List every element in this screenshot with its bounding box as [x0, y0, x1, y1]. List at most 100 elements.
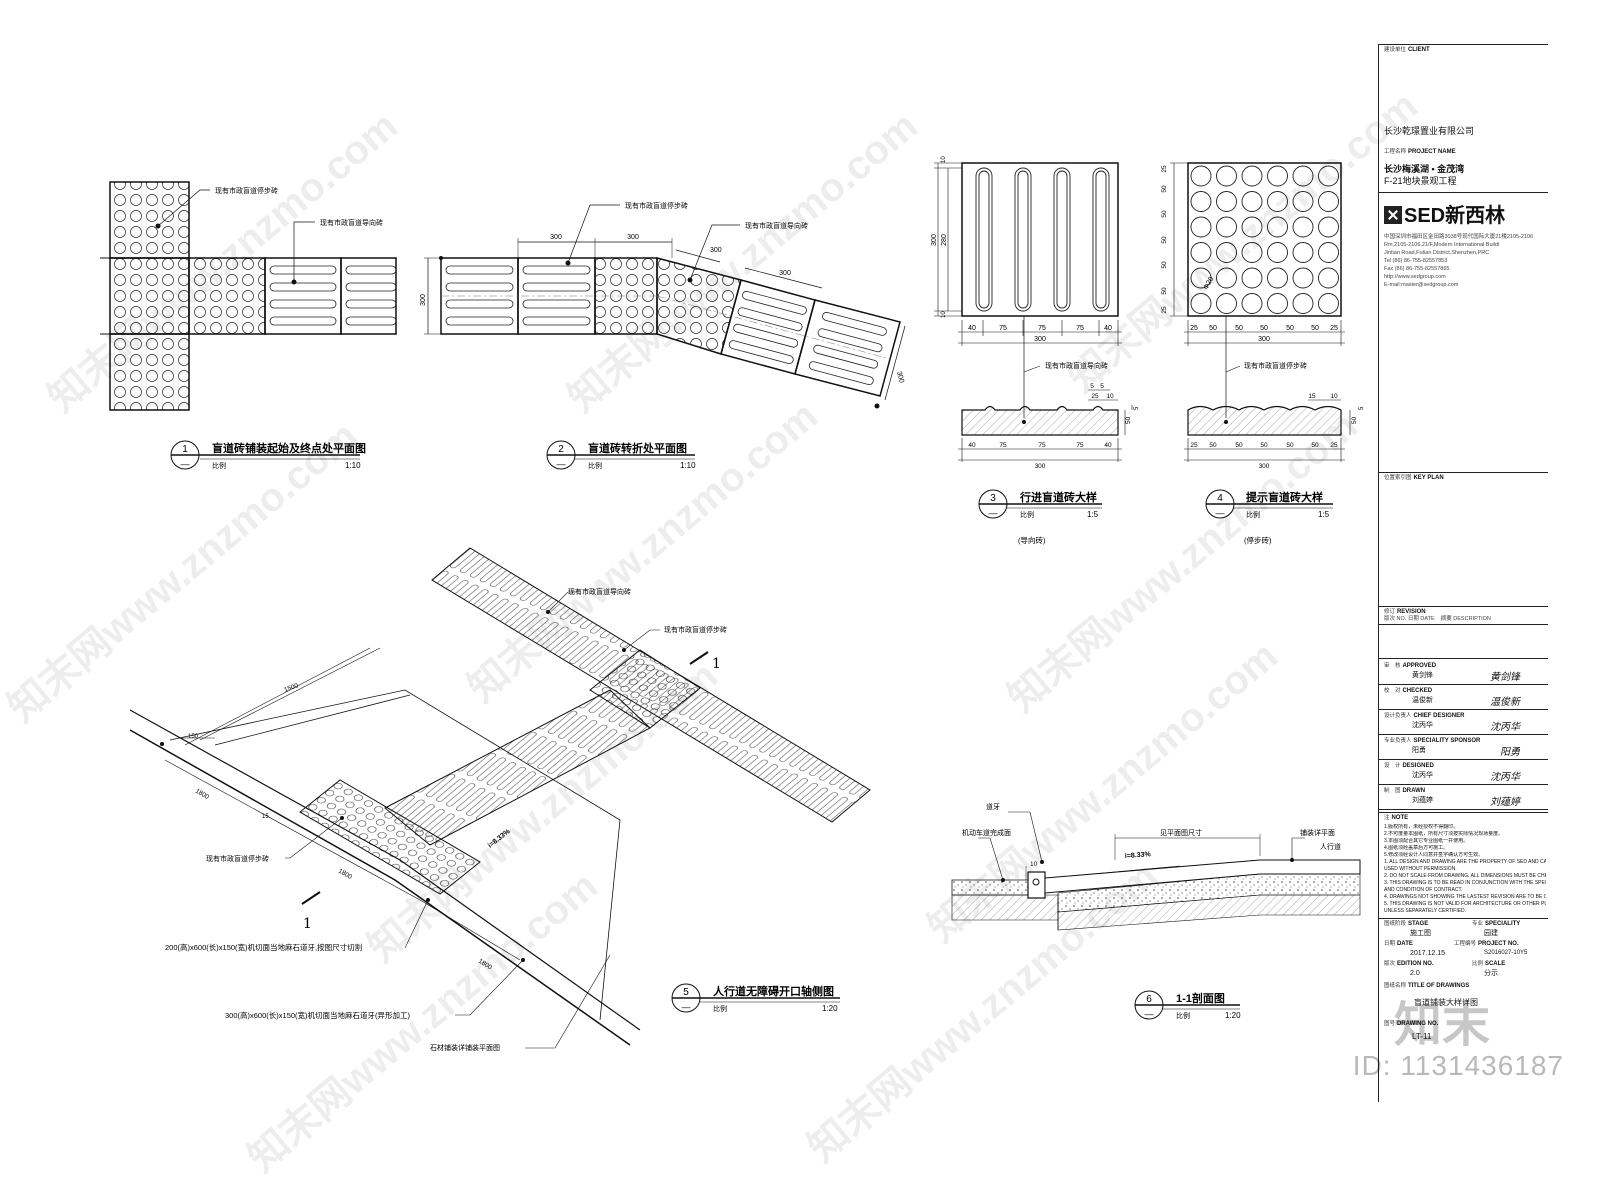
label-guide-brick: 现有市政盲道导向砖: [568, 587, 631, 596]
image-id: ID: 1131436187: [1352, 1050, 1564, 1081]
role-en: DRAWN: [1402, 788, 1426, 794]
dim-text: 10: [941, 311, 947, 318]
project-name-1: 长沙梅溪湖 • 金茂湾: [1384, 164, 1465, 174]
dim-text: 75: [1076, 325, 1084, 332]
role-en: APPROVED: [1402, 663, 1437, 669]
stop-dot: [1241, 267, 1263, 289]
view-title: 1-1剖面图: [1176, 991, 1225, 1005]
dim-text: 10: [1030, 861, 1038, 868]
stop-dot: [1292, 293, 1314, 314]
scale-value: 1:10: [680, 461, 696, 470]
project-label: 工程名称: [1384, 149, 1407, 155]
scale-label-tb: 比例: [1472, 961, 1484, 967]
signature-name-row: 沈丙华沈丙华: [1384, 772, 1544, 783]
note-line: 5. THIS DRAWING IS NOT VALID FOR ARCHITE…: [1384, 901, 1546, 907]
note-label-en: NOTE: [1391, 815, 1409, 821]
scale-value-tb: 分示: [1484, 970, 1498, 977]
signature-row: 设计负责人 CHIEF DESIGNER: [1384, 712, 1544, 721]
note-line: UNLESS SEPARATELY CERTIFIED.: [1384, 908, 1467, 914]
svg-text:—: —: [682, 1002, 691, 1012]
view-number: 3: [990, 493, 996, 504]
dim-text: 10: [941, 156, 947, 163]
view-5-axonometric: 现有市政盲道导向砖 现有市政盲道停步砖 现有市政盲道停步砖 200(高)x600…: [129, 547, 871, 1052]
address-en-1: Rm.2105-2106,21/F,Modern International B…: [1384, 242, 1500, 248]
projno-value: S2016027-10Y5: [1484, 950, 1528, 956]
stop-dot: [1318, 242, 1339, 263]
stop-dot: [1267, 242, 1288, 263]
client-label: 建设单位: [1384, 47, 1407, 53]
scale-value: 1:20: [822, 1004, 838, 1013]
edition-value: 2.0: [1410, 970, 1420, 977]
stage-label: 图纸阶段: [1384, 921, 1407, 927]
telephone: Tel (86) 86-755-82557853: [1384, 258, 1448, 264]
role-en: DESIGNED: [1402, 763, 1434, 769]
view-3-title: 3 — 行进盲道砖大样 比例 1:5 (导向砖): [978, 489, 1102, 545]
handwritten-signature: 沈丙华: [1490, 772, 1520, 783]
label-paving: 铺装详平面: [1300, 828, 1335, 837]
dim-text: 50: [1161, 261, 1168, 269]
rev-desc-header: 摘要 DESCRIPTION: [1440, 616, 1491, 622]
label-dim: 见平面图尺寸: [1160, 828, 1202, 837]
date-label: 日期: [1384, 941, 1396, 947]
label-stop-brick: 现有市政盲道停步砖: [1244, 361, 1307, 370]
drawing-title-label-en: TITLE OF DRAWINGS: [1407, 983, 1470, 989]
dim-text: 10: [1330, 393, 1338, 400]
label-guide-brick: 现有市政盲道导向砖: [1045, 361, 1108, 370]
view-1-title: 1 — 盲道砖铺装起始及终点处平面图 比例 1:10: [170, 440, 366, 470]
scale-value: 1:10: [345, 461, 361, 470]
dim-text: 50: [1209, 442, 1217, 449]
handwritten-signature: 刘蕴婷: [1490, 797, 1520, 808]
stop-dot: [1318, 267, 1339, 289]
handwritten-signature: 黄剑锋: [1490, 672, 1520, 683]
person-name: 刘蕴婷: [1412, 797, 1433, 804]
dim-text: 25: [1190, 442, 1198, 449]
note-line: 5.修改须经设计人同意并签字确认方可生效。: [1384, 852, 1484, 858]
dim-text: 50: [1311, 325, 1319, 332]
dim-text: 25: [1161, 165, 1168, 173]
label-stop-brick: 现有市政盲道停步砖: [664, 625, 727, 634]
dim-text: 1800: [337, 868, 353, 881]
label-curb: 道牙: [986, 802, 1000, 811]
stop-dot: [1292, 165, 1314, 187]
label-paving: 石材铺装详铺装平面图: [430, 1043, 500, 1052]
note-line: 1.版权所有，未经授权不得翻印。: [1384, 824, 1459, 830]
dim-text: 300: [1259, 463, 1270, 470]
dim-text: 300: [1258, 336, 1270, 343]
view-3-detail: 300 280 10 10 40 75 75 75 40 300 现有市政盲道导…: [931, 156, 1140, 470]
address-cn: 中国深圳市福田区金田路3038号现代国际大厦21楼2105-2106: [1384, 234, 1534, 240]
svg-text:—: —: [1145, 1009, 1154, 1019]
dim-text: 50: [1286, 325, 1294, 332]
view-2-plan: 300 300 300 300 300 300 现有市政盲道停步砖 现有市政盲道…: [420, 201, 906, 409]
slope-text: i=8.33%: [1125, 851, 1152, 860]
stop-dot: [1216, 216, 1237, 238]
stop-dot: [1318, 293, 1339, 314]
dim-text: 5: [1134, 406, 1140, 410]
dim-text: 300: [1034, 336, 1046, 343]
dim-text: 150: [188, 734, 199, 740]
company-logo: SED新西林: [1384, 204, 1544, 229]
view-6-title: 6 — 1-1剖面图 比例 1:20: [1134, 990, 1241, 1020]
dim-text: 50: [1286, 442, 1294, 449]
stop-dot: [1292, 216, 1314, 238]
section-mark: 1: [712, 656, 721, 672]
role-en: CHECKED: [1402, 688, 1433, 694]
note-line: 1. ALL DESIGN AND DRAWING ARE THE PROPER…: [1384, 859, 1546, 865]
dim-text: 75: [999, 325, 1007, 332]
stop-dot: [1267, 216, 1288, 238]
dim-text: 300: [420, 294, 427, 306]
dim-text: 40: [1104, 325, 1112, 332]
dim-text: 1500: [283, 682, 299, 694]
dim-text: 75: [999, 442, 1007, 449]
stop-dot: [1267, 191, 1288, 212]
guide-tile-2: [340, 257, 397, 335]
dim-text: 75: [1038, 325, 1046, 332]
dim-text: 25: [1161, 306, 1168, 314]
stop-dot: [1216, 267, 1237, 289]
spec-value: 园建: [1484, 930, 1498, 937]
rev-no-header: 版次 NO.: [1384, 616, 1407, 622]
dim-text: 300: [779, 270, 791, 277]
note-line: 2. DO NOT SCALE FROM DRAWING. ALL DIMENS…: [1384, 873, 1546, 879]
scale-label-en: SCALE: [1484, 961, 1506, 967]
note-line: 4. DRAWINGS NOT SHOWING THE LASTEST REVI…: [1384, 894, 1546, 900]
stop-dot: [1216, 191, 1237, 212]
